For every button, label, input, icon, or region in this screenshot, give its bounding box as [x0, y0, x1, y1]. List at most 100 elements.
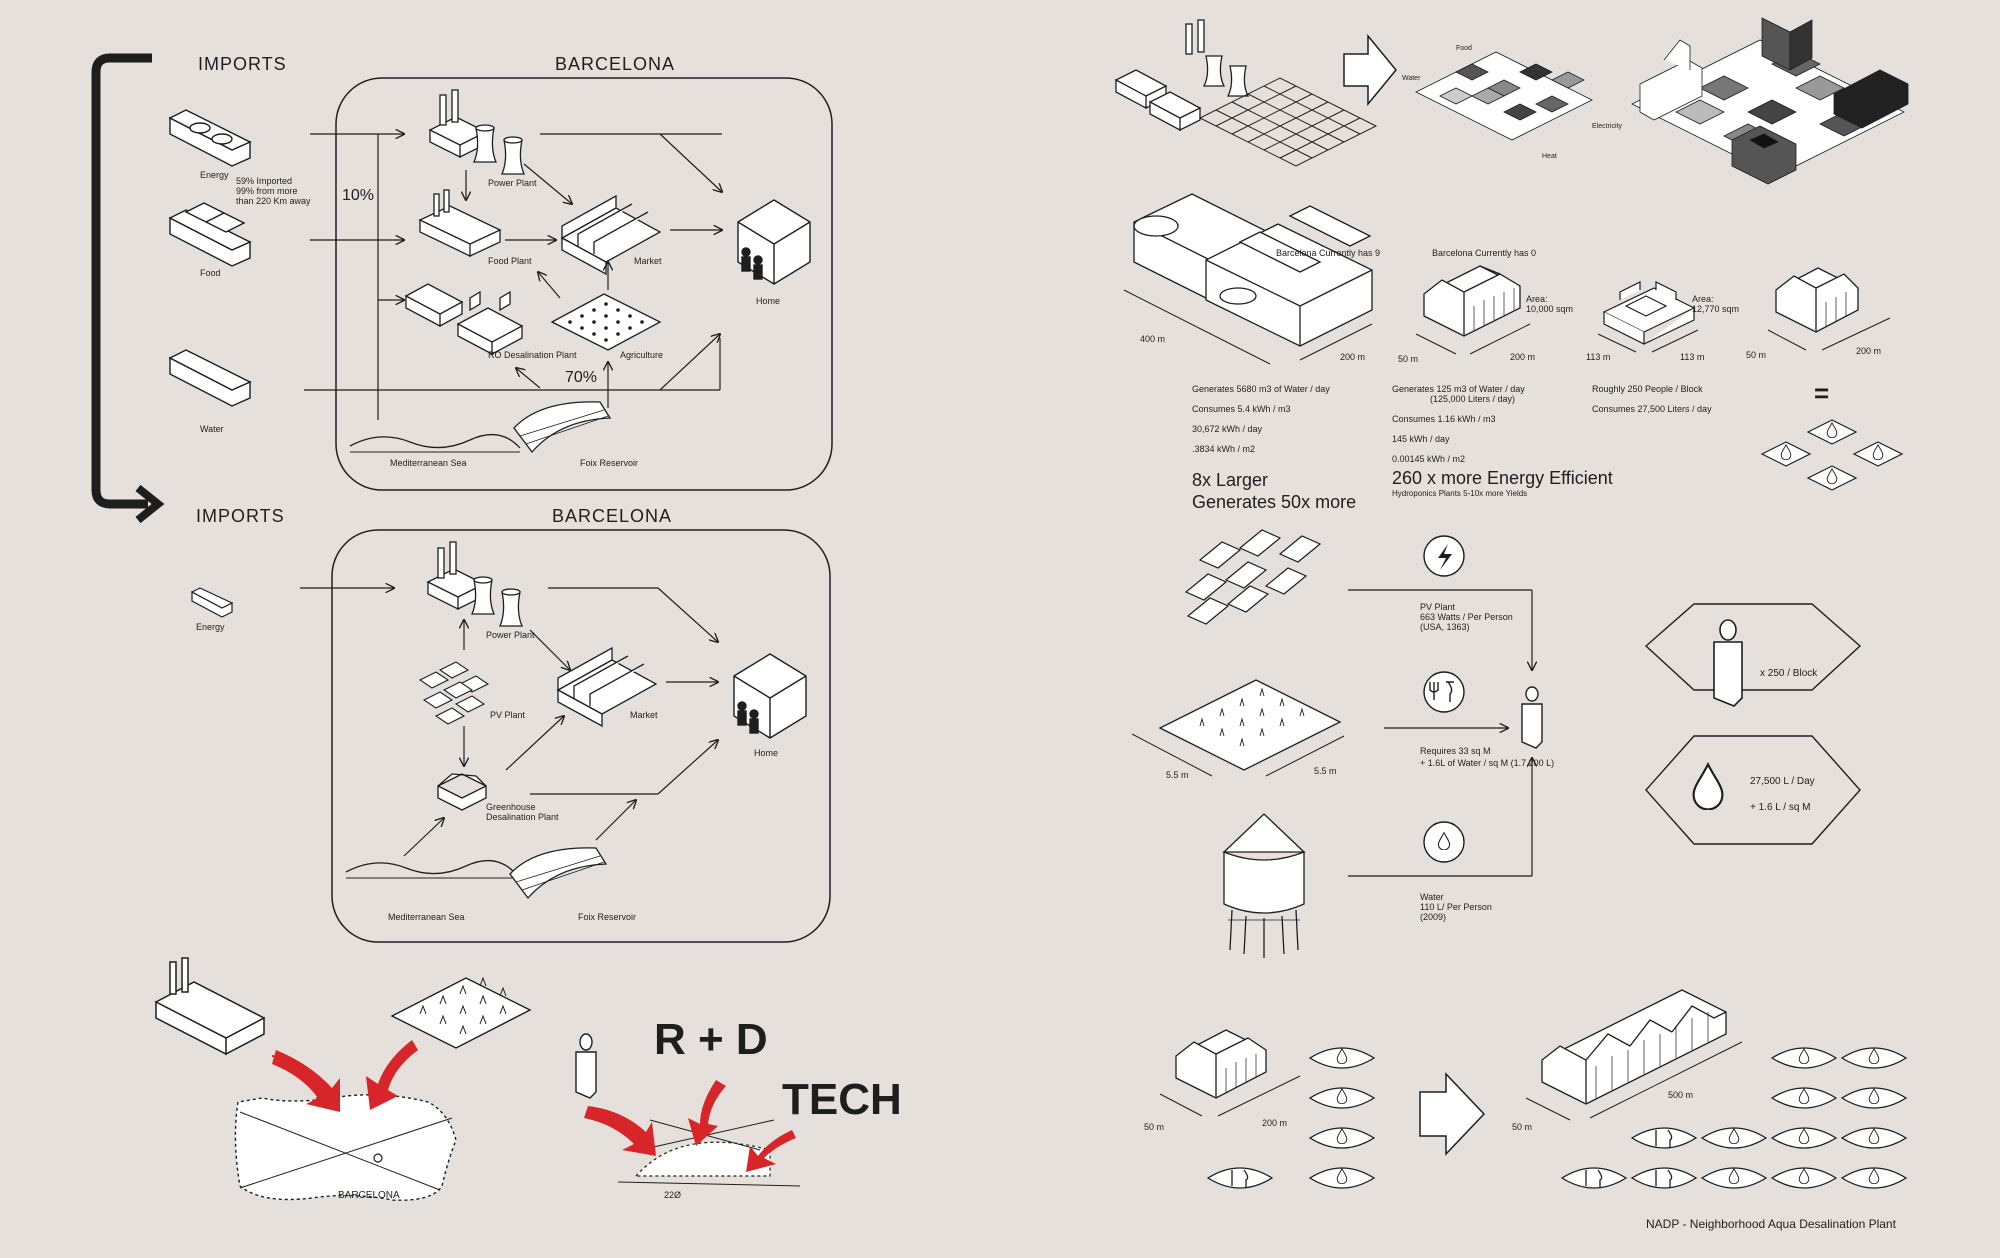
large-desal-plant-icon [1133, 193, 1373, 347]
power-plant-label-bottom: Power Plant [486, 630, 535, 640]
pv-label-3: (USA, 1363) [1420, 622, 1470, 632]
grid-water-label: Water [1402, 75, 1421, 82]
larger-text-2: Generates 50x more [1192, 492, 1356, 512]
dim-400: 400 m [1140, 334, 1165, 344]
reservoir-label-top: Foix Reservoir [580, 458, 638, 468]
arrow-power-home [659, 133, 722, 192]
red-arrow-rd-left [584, 1106, 656, 1156]
agriculture-icon [550, 293, 662, 351]
currently-has-0: Barcelona Currently has 0 [1432, 248, 1536, 258]
flow-bracket-arrowhead [135, 484, 165, 524]
area-1-label: Area: [1526, 294, 1548, 304]
sea-label-top: Mediterranean Sea [390, 458, 467, 468]
food-plant-label: Food Plant [488, 256, 532, 266]
eye-drop-grid [1560, 1047, 1908, 1189]
bottom-flow-diagram: IMPORTS BARCELONA Energy Power Plant PV … [190, 506, 831, 943]
person-icon-hex [1713, 619, 1743, 707]
sea-waves-icon-top [349, 433, 521, 449]
stats-b-3: Consumes 1.16 kWh / m3 [1392, 414, 1496, 424]
home-icon-top [737, 199, 811, 285]
pv-label-1: PV Plant [1420, 602, 1456, 612]
water-label-2: 110 L/ Per Person [1420, 902, 1492, 912]
grid-electricity-label: Electricity [1592, 123, 1622, 130]
energy-note-1: 59% Imported [236, 176, 292, 186]
market-label-top: Market [634, 256, 662, 266]
imports-title-bottom: IMPORTS [196, 506, 285, 526]
home-label-top: Home [756, 296, 780, 306]
stats-b-1: Generates 125 m3 of Water / day [1392, 384, 1525, 394]
big-right-arrow-bottom [1419, 1072, 1486, 1156]
nadp-caption: NADP - Neighborhood Aqua Desalination Pl… [1646, 1217, 1897, 1231]
sea-label-bottom: Mediterranean Sea [388, 912, 465, 922]
stats-a-1: Generates 5680 m3 of Water / day [1192, 384, 1330, 394]
stats-b-5: 0.00145 kWh / m2 [1392, 454, 1465, 464]
red-arrow-rd-center [688, 1080, 726, 1146]
arrow-sea-greenhouse [403, 818, 444, 857]
red-arrow-rd-right [746, 1130, 796, 1172]
dim-line-200b [1469, 323, 1531, 355]
market-label-bottom: Market [630, 710, 658, 720]
nadp-building-icon [1423, 265, 1521, 337]
barcelona-title-top: BARCELONA [555, 54, 675, 74]
energy-label: Energy [200, 170, 229, 180]
dim-line-50b [1767, 329, 1807, 351]
per-block-label: x 250 / Block [1760, 668, 1818, 679]
market-icon [560, 194, 662, 276]
food-label: Food [200, 268, 221, 278]
food-icon [1423, 671, 1465, 713]
barcelona-concept-label: BARCELONA [338, 1190, 400, 1201]
pct-70-label: 70% [565, 369, 597, 386]
water-drop-cluster [1760, 419, 1904, 491]
stats-c-2: Consumes 27,500 Liters / day [1592, 404, 1712, 414]
pv-array-icon [1184, 529, 1322, 625]
power-plant-icon-bottom [426, 541, 523, 627]
stats-a-2: Consumes 5.4 kWh / m3 [1192, 404, 1291, 414]
rd-number-label: 22Ø [664, 1190, 681, 1200]
larger-text-1: 8x Larger [1192, 470, 1268, 490]
dim-line-50a-br [1159, 1093, 1203, 1117]
bottom-right-comparison: 50 m 200 m 50 m 500 m [1144, 989, 1908, 1231]
energy-note-2: 99% from more [236, 186, 298, 196]
top-flow-diagram: IMPORTS BARCELONA Energy 59% Imported 99… [168, 54, 833, 491]
grid-heat-label: Heat [1542, 153, 1557, 160]
greenhouse-label-2: Desalination Plant [486, 812, 559, 822]
energy-label-bottom: Energy [196, 622, 225, 632]
dim-50a: 50 m [1398, 354, 1418, 364]
arrow-greenhouse-home [657, 740, 718, 795]
dim-line-400 [1123, 289, 1271, 365]
dim-line-55a [1131, 733, 1213, 777]
efficient-text: 260 x more Energy Efficient [1392, 468, 1613, 488]
tech-title: TECH [782, 1075, 902, 1124]
arrow-power-home-bottom [657, 587, 718, 642]
stats-a-3: 30,672 kWh / day [1192, 424, 1263, 434]
red-arrow-right [366, 1040, 418, 1110]
hydro-text: Hydroponics Plants 5-10x more Yields [1392, 489, 1527, 498]
dim-line-200-br [1217, 1075, 1301, 1117]
pv-label-2: 663 Watts / Per Person [1420, 612, 1513, 622]
req-label-2: + 1.6L of Water / sq M (1.7,200 L) [1420, 758, 1554, 768]
hexagon-water [1645, 735, 1861, 845]
factory-icon-concept [154, 957, 266, 1056]
dim-113b: 113 m [1680, 352, 1704, 362]
person-icon-needs [1521, 686, 1543, 749]
rd-title: R + D [654, 1015, 768, 1064]
small-nadp-building [1175, 1029, 1267, 1099]
dim-line-50b-br [1525, 1097, 1571, 1121]
agriculture-label: Agriculture [620, 350, 663, 360]
dim-50b-br: 50 m [1512, 1122, 1532, 1132]
greenhouse-desal-icon [437, 773, 487, 811]
per-sqm-label: + 1.6 L / sq M [1750, 802, 1811, 813]
pv-plant-icon-bottom [418, 661, 490, 725]
barcelona-center-point [373, 1153, 383, 1163]
city-block-icon [1602, 281, 1696, 345]
food-ship-icon [168, 202, 252, 267]
large-water-drop-icon [1692, 763, 1724, 810]
pct-10-label: 10% [342, 187, 374, 204]
arrow-greenhouse-market [505, 716, 564, 771]
water-label-1: Water [1420, 892, 1444, 902]
dim-200-br: 200 m [1262, 1118, 1287, 1128]
water-tower-icon [1222, 813, 1306, 958]
area-2-value: 12,770 sqm [1692, 304, 1739, 314]
stats-b-4: 145 kWh / day [1392, 434, 1450, 444]
